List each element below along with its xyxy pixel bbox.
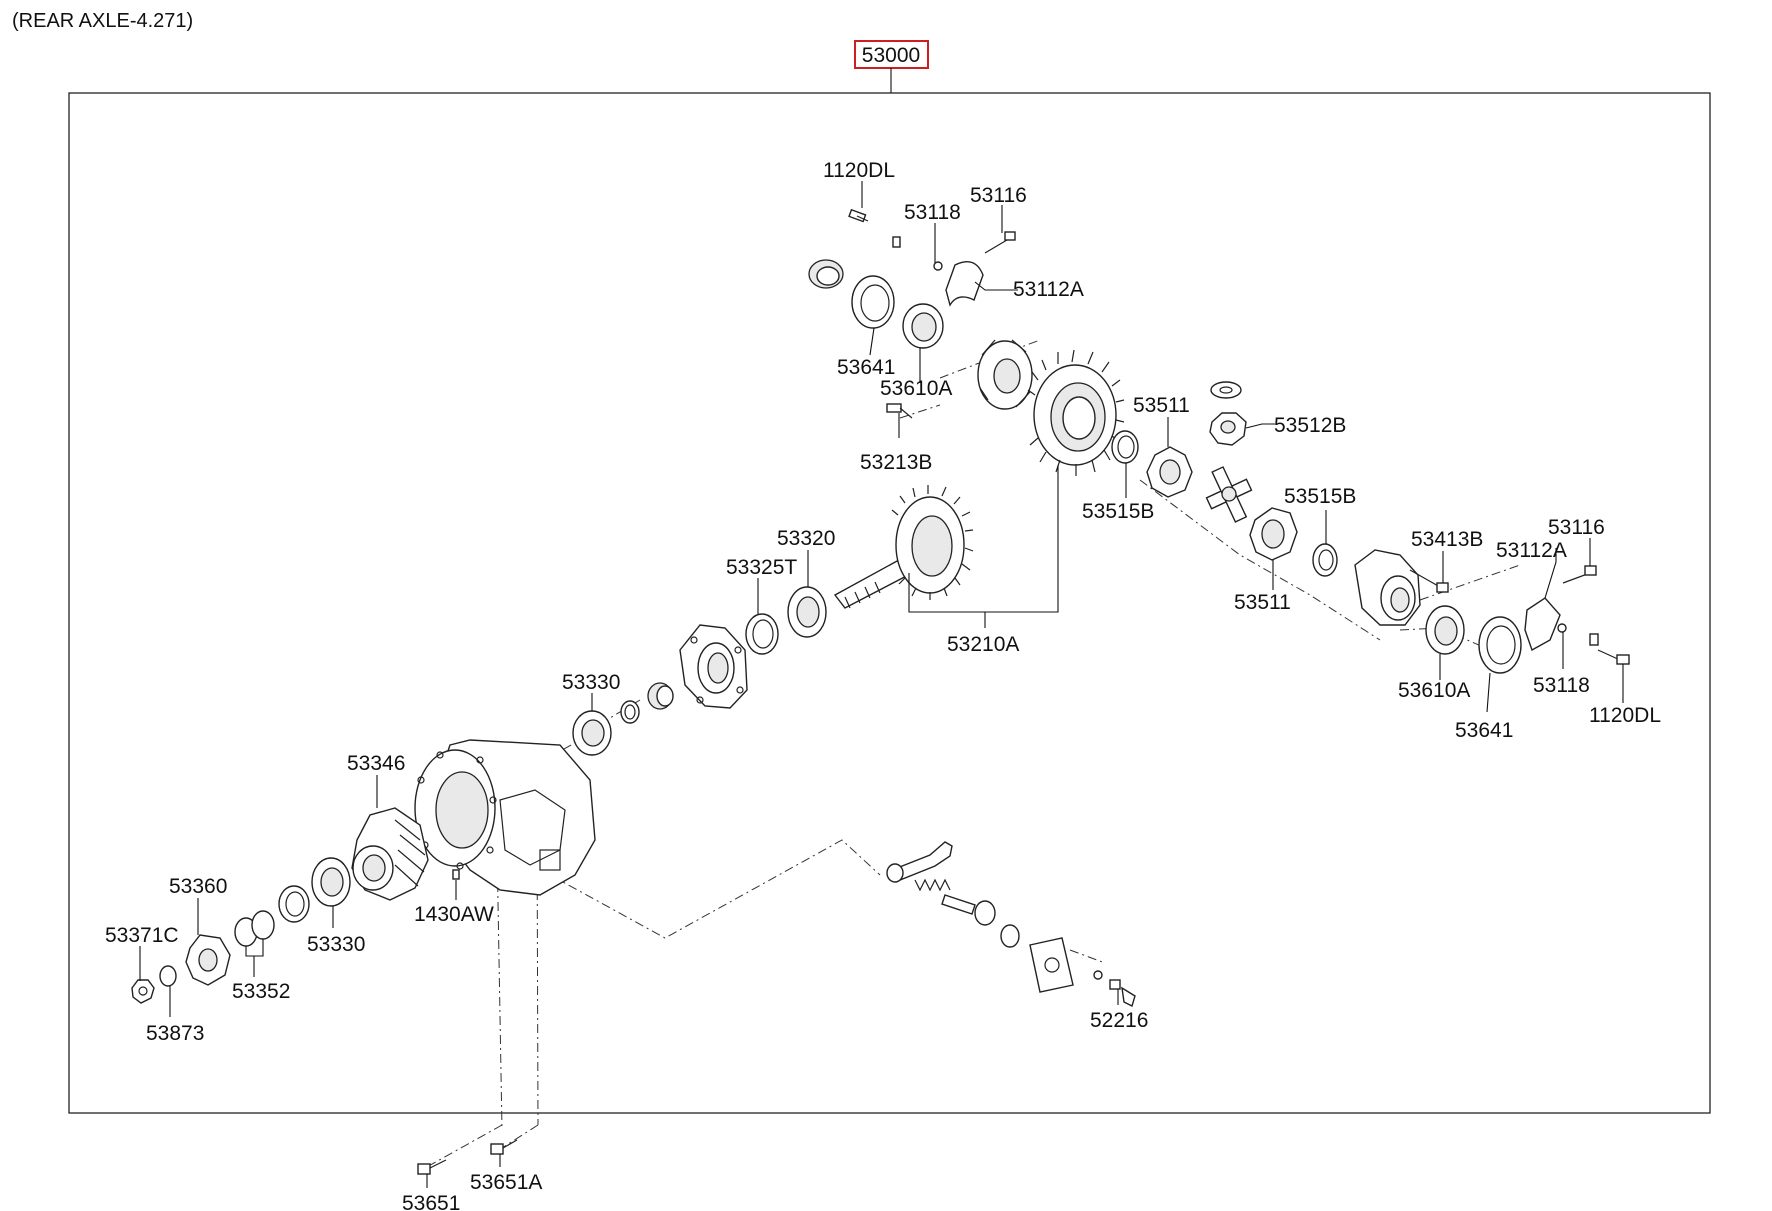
label-53651[interactable]: 53651 <box>402 1192 460 1211</box>
label-1430AW[interactable]: 1430AW <box>414 903 494 926</box>
shim-53325T[interactable] <box>745 613 779 655</box>
bolt-53651[interactable] <box>417 1159 447 1175</box>
label-53371C[interactable]: 53371C <box>105 924 179 947</box>
spring-icon[interactable] <box>914 878 951 892</box>
label-53112A-top[interactable]: 53112A <box>1013 278 1084 301</box>
label-53511-top[interactable]: 53511 <box>1133 394 1190 417</box>
switch-52216[interactable] <box>1109 979 1136 1007</box>
carrier-housing-icon[interactable] <box>414 739 596 896</box>
pinion-cage-icon[interactable] <box>679 624 748 709</box>
label-53651A[interactable]: 53651A <box>470 1171 542 1194</box>
bolt-1120DL-top[interactable] <box>848 208 869 223</box>
label-53512B[interactable]: 53512B <box>1274 414 1346 437</box>
bearing-53330-top[interactable] <box>572 710 612 756</box>
leader-53641-right <box>1486 672 1491 713</box>
bolt-53116-right[interactable] <box>1562 565 1597 584</box>
label-53116-right[interactable]: 53116 <box>1548 516 1605 539</box>
bearing-53320[interactable] <box>787 586 827 638</box>
leader-53641-top <box>869 327 875 356</box>
label-53330-bottom[interactable]: 53330 <box>307 933 365 956</box>
bolt-53116-top[interactable] <box>984 231 1016 254</box>
seal-carrier-53346[interactable] <box>351 807 429 901</box>
stud-1430AW[interactable] <box>452 869 460 880</box>
side-gear-53511-bottom[interactable] <box>1249 507 1298 561</box>
adjusting-nut-53641-right[interactable] <box>1478 616 1522 674</box>
flange-nut-53371C[interactable] <box>131 979 155 1004</box>
label-53118-top[interactable]: 53118 <box>904 201 961 224</box>
ring-gear-icon[interactable] <box>1027 349 1125 476</box>
assembly-number[interactable]: 53000 <box>862 44 920 67</box>
label-53641-right[interactable]: 53641 <box>1455 719 1513 742</box>
label-53515B-right[interactable]: 53515B <box>1284 485 1356 508</box>
pinion-gear-53512B[interactable] <box>1209 412 1247 446</box>
label-53360[interactable]: 53360 <box>169 875 227 898</box>
label-1120DL-right[interactable]: 1120DL <box>1589 704 1661 727</box>
label-53610A-right[interactable]: 53610A <box>1398 679 1470 702</box>
label-52216[interactable]: 52216 <box>1090 1009 1148 1032</box>
adjusting-nut-53641-top[interactable] <box>851 275 895 329</box>
thrust-washer-53515B-left[interactable] <box>1111 430 1139 464</box>
label-53116-top[interactable]: 53116 <box>970 184 1027 207</box>
lock-plate-right-icon[interactable] <box>1589 633 1599 646</box>
diff-case-half-right[interactable] <box>1354 549 1421 626</box>
shims-53352[interactable] <box>234 910 275 947</box>
label-53330-top[interactable]: 53330 <box>562 671 620 694</box>
diff-case-half-top[interactable] <box>977 339 1033 410</box>
leader-53512B <box>1245 423 1275 429</box>
pinion-washer-icon[interactable] <box>1210 381 1242 399</box>
side-gear-53511-top[interactable] <box>1146 446 1193 498</box>
label-53352[interactable]: 53352 <box>232 980 290 1003</box>
shift-oring-icon[interactable] <box>1000 924 1020 948</box>
label-53320[interactable]: 53320 <box>777 527 835 550</box>
lock-plate-icon[interactable] <box>892 236 901 248</box>
assembly-53000-callout[interactable]: 53000 <box>854 40 929 69</box>
assembly-frame <box>68 92 1711 1114</box>
label-53873[interactable]: 53873 <box>146 1022 204 1045</box>
label-53610A-top[interactable]: 53610A <box>880 377 952 400</box>
bearing-53330-bottom[interactable] <box>311 857 351 907</box>
oring-icon[interactable] <box>620 700 640 724</box>
lock-washer-53118-right[interactable] <box>1557 623 1567 633</box>
thrust-washer-53515B-right[interactable] <box>1312 543 1338 577</box>
companion-flange-53360[interactable] <box>185 934 231 986</box>
label-53511-bottom[interactable]: 53511 <box>1234 591 1291 614</box>
label-53641-top[interactable]: 53641 <box>837 356 895 379</box>
bearing-cap-53112A-top[interactable] <box>945 261 984 307</box>
leader-53112A-right <box>1544 548 1557 599</box>
bolt-53213B[interactable] <box>886 403 913 419</box>
spacer-ring-icon[interactable] <box>278 885 310 923</box>
oring-53873[interactable] <box>159 965 177 987</box>
label-53515B-left[interactable]: 53515B <box>1082 500 1154 523</box>
spacer-sleeve-icon[interactable] <box>647 682 674 710</box>
bolt-1120DL-right[interactable] <box>1597 649 1630 665</box>
drive-pinion-icon[interactable] <box>833 485 974 609</box>
bolt-53651A[interactable] <box>490 1139 518 1155</box>
label-53112A-right[interactable]: 53112A <box>1496 539 1567 562</box>
roller-cage-icon[interactable] <box>808 259 844 289</box>
leader-53210A <box>908 465 1059 613</box>
label-53325T[interactable]: 53325T <box>726 556 797 579</box>
label-1120DL-top[interactable]: 1120DL <box>823 159 895 182</box>
label-53413B[interactable]: 53413B <box>1411 528 1483 551</box>
cover-plate-icon[interactable] <box>1029 937 1074 993</box>
plug-icon[interactable] <box>1093 970 1103 980</box>
label-53346[interactable]: 53346 <box>347 752 405 775</box>
bearing-cap-53112A-right[interactable] <box>1524 597 1561 652</box>
label-53118-right[interactable]: 53118 <box>1533 674 1590 697</box>
spider-cross-icon[interactable] <box>1205 466 1253 523</box>
lock-washer-53118-top[interactable] <box>933 261 943 271</box>
label-53210A[interactable]: 53210A <box>947 633 1019 656</box>
shift-shaft-icon[interactable] <box>941 894 996 926</box>
diagram-title: (REAR AXLE-4.271) <box>12 10 193 32</box>
part-labels: 1120DL 53118 53116 53112A 53641 53610A 5… <box>105 159 1661 1211</box>
leader-53112A-top <box>974 281 1018 291</box>
label-53213B[interactable]: 53213B <box>860 451 932 474</box>
shift-lever-icon[interactable] <box>886 841 953 883</box>
bearing-53610A-right[interactable] <box>1425 605 1465 655</box>
bearing-53610A-top[interactable] <box>902 303 944 349</box>
